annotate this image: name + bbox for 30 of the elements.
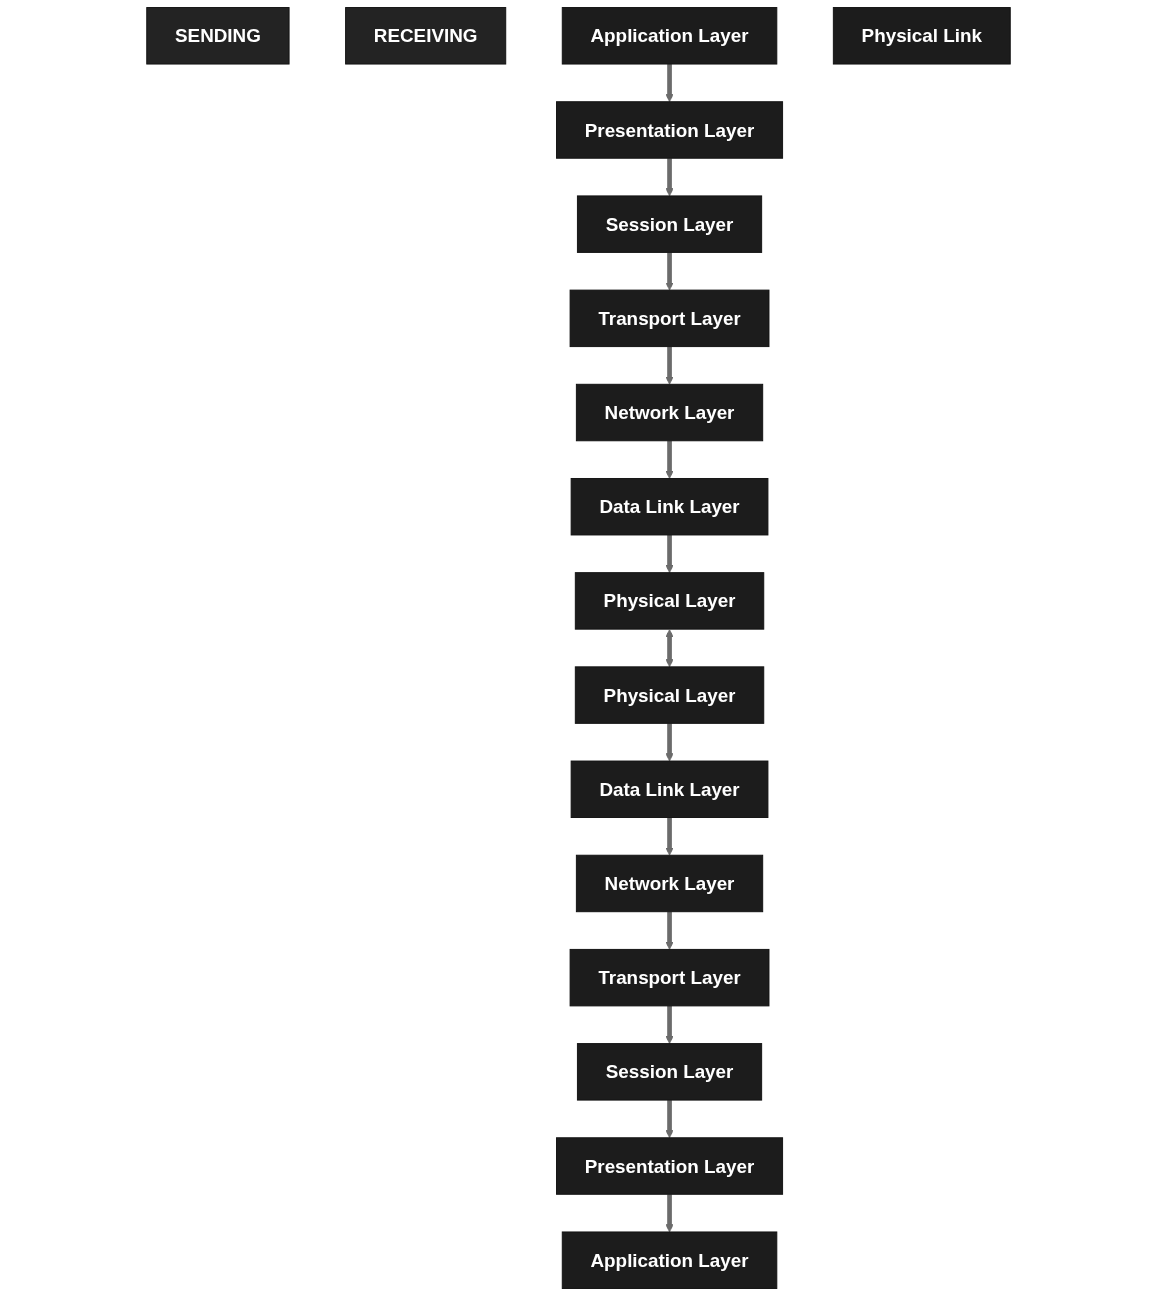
arrow: [665, 64, 674, 103]
node-box: Session Layer: [576, 195, 763, 253]
arrow: [665, 158, 674, 197]
node-box: Application Layer: [561, 7, 778, 65]
arrow: [665, 252, 674, 291]
arrow: [665, 911, 674, 950]
node-box: Network Layer: [575, 854, 764, 913]
node-box: RECEIVING: [345, 7, 507, 65]
node-box: Physical Layer: [574, 572, 765, 630]
arrow: [665, 723, 674, 762]
node-box: Data Link Layer: [570, 478, 769, 536]
node-box: Session Layer: [576, 1043, 763, 1101]
arrow: [665, 817, 674, 856]
node-box: Application Layer: [561, 1231, 778, 1289]
arrow: [665, 629, 674, 668]
arrow: [665, 346, 674, 385]
node-box: Physical Link: [832, 7, 1011, 65]
node-box: Presentation Layer: [556, 1137, 784, 1195]
arrow: [665, 440, 674, 479]
arrow: [665, 1005, 674, 1044]
node-box: Presentation Layer: [556, 101, 784, 159]
node-box: Transport Layer: [569, 289, 770, 348]
node-box: Data Link Layer: [570, 760, 769, 818]
arrow: [665, 1194, 674, 1233]
node-box: SENDING: [146, 7, 290, 65]
node-box: Transport Layer: [569, 948, 770, 1007]
arrow: [665, 1100, 674, 1139]
node-box: Network Layer: [575, 383, 764, 442]
arrow: [665, 535, 674, 574]
node-box: Physical Layer: [574, 666, 765, 724]
